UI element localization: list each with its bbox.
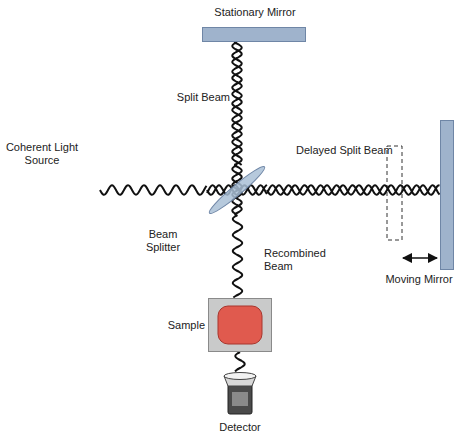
detector-window: [232, 392, 248, 406]
source-beam: [100, 185, 207, 194]
motion-arrow: [403, 257, 437, 259]
light-beam: [232, 42, 241, 165]
node-label: Moving Mirror: [379, 273, 459, 286]
node-label: Stationary Mirror: [193, 6, 317, 19]
beam-label: Coherent Light Source: [2, 141, 82, 167]
sample-material: [218, 306, 262, 344]
node-label: Sample: [153, 319, 205, 332]
beam-label: Recombined Beam: [264, 247, 334, 273]
stationary-mirror: Stationary Mirror: [202, 27, 306, 42]
beam-label: Split Beam: [160, 91, 230, 104]
sample-holder: Sample: [208, 298, 272, 352]
detector-lens: [224, 373, 256, 380]
sample-cell: [209, 299, 271, 351]
moving-mirror: Moving Mirror: [440, 120, 454, 270]
light-beam: [267, 185, 440, 195]
light-beam: [233, 215, 242, 298]
splitter-glass: [206, 163, 268, 217]
detector: Detector: [220, 372, 260, 416]
detector-housing: [228, 384, 252, 414]
beam-label: Delayed Split Beam: [296, 144, 406, 157]
detector-body: [220, 372, 260, 416]
node-label: Beam Splitter: [135, 228, 191, 254]
node-label: Detector: [190, 421, 290, 434]
light-beam: [235, 352, 245, 372]
beam-splitter: Beam Splitter: [207, 165, 267, 215]
splitter-plate: [207, 165, 267, 215]
